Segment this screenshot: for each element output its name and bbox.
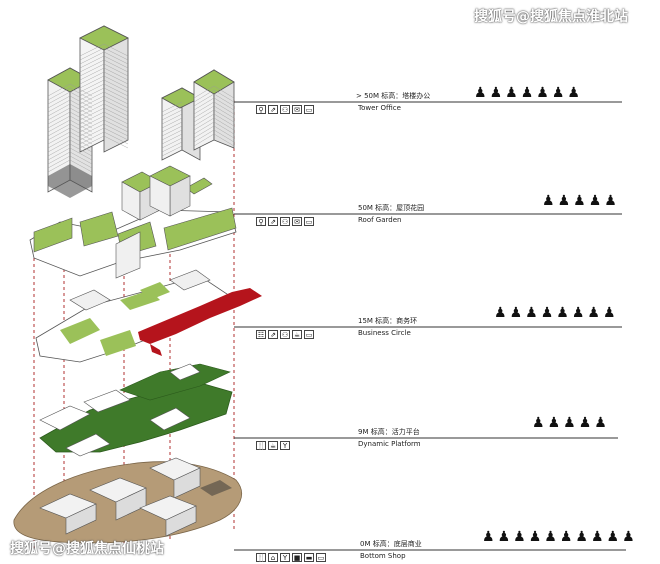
level-cn: 9M 标高：活力平台 (358, 428, 420, 436)
gift-icon: ■ (292, 553, 302, 562)
people-silhouettes-roof-garden: ♟♟♟♟♟ (542, 194, 617, 208)
business-person-icon: ♟ (571, 305, 585, 321)
dancing-person-icon: ♟ (547, 415, 561, 431)
mail-icon: ✉ (292, 105, 302, 114)
coffee-icon: ☕ (268, 441, 278, 450)
shop-icon: ⌂ (268, 553, 278, 562)
dancing-person-icon: ♟ (578, 415, 592, 431)
watermark-top: 搜狐号@搜狐焦点淮北站 (474, 9, 628, 25)
standing-person-icon: ♟ (573, 193, 586, 209)
pedestrian-icon: ♟ (606, 529, 620, 545)
pedestrian-icon: ♟ (622, 529, 635, 545)
office-worker-icon: ♟ (536, 85, 549, 101)
level-label-tower-office: > 50M 标高：塔楼办公 Tower Office (356, 92, 431, 112)
function-icons-bottom-shop: 🍴⌂Y■▬▭ (256, 553, 326, 562)
people-icon: ⚇ (280, 105, 290, 114)
office-worker-icon: ♟ (489, 85, 503, 101)
cocktail-icon: Y (280, 553, 290, 562)
office-worker-icon: ♟ (551, 85, 565, 101)
office-worker-icon: ♟ (505, 85, 518, 101)
escalator-icon: ⇗ (268, 330, 278, 339)
meeting-icon: ☷ (256, 330, 266, 339)
function-icons-business-circle: ☷⇗⚇☕▭ (256, 330, 314, 339)
people-silhouettes-dynamic-platform: ♟♟♟♟♟ (532, 416, 607, 430)
function-icons-roof-garden: ⚲⇗⚇✉▭ (256, 217, 314, 226)
stand-icon: ⚲ (256, 105, 266, 114)
dancing-person-icon: ♟ (594, 415, 607, 431)
pedestrian-icon: ♟ (482, 529, 495, 545)
level-en: Dynamic Platform (358, 440, 421, 448)
watermark-bottom: 搜狐号@搜狐焦点仙桃站 (10, 541, 164, 557)
cocktail-icon: Y (280, 441, 290, 450)
people-silhouettes-bottom-shop: ♟♟♟♟♟♟♟♟♟♟ (482, 530, 635, 544)
standing-person-icon: ♟ (604, 193, 617, 209)
pedestrian-icon: ♟ (528, 529, 542, 545)
pedestrian-icon: ♟ (544, 529, 557, 545)
standing-person-icon: ♟ (588, 193, 602, 209)
tower-block-right (161, 69, 235, 161)
level-label-bottom-shop: 0M 标高：底层商业 Bottom Shop (360, 540, 422, 560)
tower-block-tall (79, 25, 129, 153)
level-en: Roof Garden (358, 216, 402, 224)
screen-icon: ▭ (316, 553, 326, 562)
roof-garden-slab (29, 165, 237, 279)
tower-floor-lines (47, 43, 235, 173)
screen-icon: ▭ (304, 105, 314, 114)
level-lines (234, 101, 626, 551)
level-label-roof-garden: 50M 标高：屋顶花园 Roof Garden (358, 204, 425, 224)
pedestrian-icon: ♟ (575, 529, 588, 545)
people-silhouettes-business-circle: ♟♟♟♟♟♟♟♟ (494, 306, 616, 320)
business-person-icon: ♟ (509, 305, 523, 321)
level-en: Bottom Shop (360, 552, 406, 560)
level-cn: 15M 标高：商务环 (358, 317, 418, 325)
people-icon: ⚇ (280, 217, 290, 226)
level-en: Business Circle (358, 329, 411, 337)
screen-icon: ▭ (304, 217, 314, 226)
level-cn: > 50M 标高：塔楼办公 (356, 92, 431, 100)
car-icon: ▬ (304, 553, 314, 562)
business-circle-slab (35, 269, 262, 363)
level-label-dynamic-platform: 9M 标高：活力平台 Dynamic Platform (358, 428, 421, 448)
escalator-icon: ⇗ (268, 217, 278, 226)
people-silhouettes-tower-office: ♟♟♟♟♟♟♟ (474, 86, 580, 100)
level-cn: 0M 标高：底层商业 (360, 540, 422, 548)
dynamic-platform-slab (39, 363, 233, 457)
function-icons-dynamic-platform: 🍴☕Y (256, 441, 290, 450)
bottom-shop-slab (13, 457, 242, 544)
level-cn: 50M 标高：屋顶花园 (358, 204, 425, 212)
pedestrian-icon: ♟ (497, 529, 511, 545)
business-person-icon: ♟ (556, 305, 569, 321)
stand-icon: ⚲ (256, 217, 266, 226)
business-person-icon: ♟ (540, 305, 554, 321)
business-person-icon: ♟ (494, 305, 507, 321)
escalator-icon: ⇗ (268, 105, 278, 114)
office-worker-icon: ♟ (474, 85, 487, 101)
standing-person-icon: ♟ (542, 193, 555, 209)
coffee-icon: ☕ (292, 330, 302, 339)
dining-icon: 🍴 (256, 441, 266, 450)
function-icons-tower-office: ⚲⇗⚇✉▭ (256, 105, 314, 114)
level-en: Tower Office (358, 104, 401, 112)
dancing-person-icon: ♟ (563, 415, 576, 431)
people-icon: ⚇ (280, 330, 290, 339)
business-person-icon: ♟ (602, 305, 616, 321)
pedestrian-icon: ♟ (559, 529, 573, 545)
standing-person-icon: ♟ (557, 193, 571, 209)
dining-icon: 🍴 (256, 553, 266, 562)
pedestrian-icon: ♟ (590, 529, 604, 545)
office-worker-icon: ♟ (567, 85, 580, 101)
business-person-icon: ♟ (587, 305, 600, 321)
business-person-icon: ♟ (525, 305, 538, 321)
screen-icon: ▭ (304, 330, 314, 339)
mail-icon: ✉ (292, 217, 302, 226)
level-label-business-circle: 15M 标高：商务环 Business Circle (358, 317, 418, 337)
dancing-person-icon: ♟ (532, 415, 545, 431)
pedestrian-icon: ♟ (513, 529, 526, 545)
office-worker-icon: ♟ (520, 85, 534, 101)
